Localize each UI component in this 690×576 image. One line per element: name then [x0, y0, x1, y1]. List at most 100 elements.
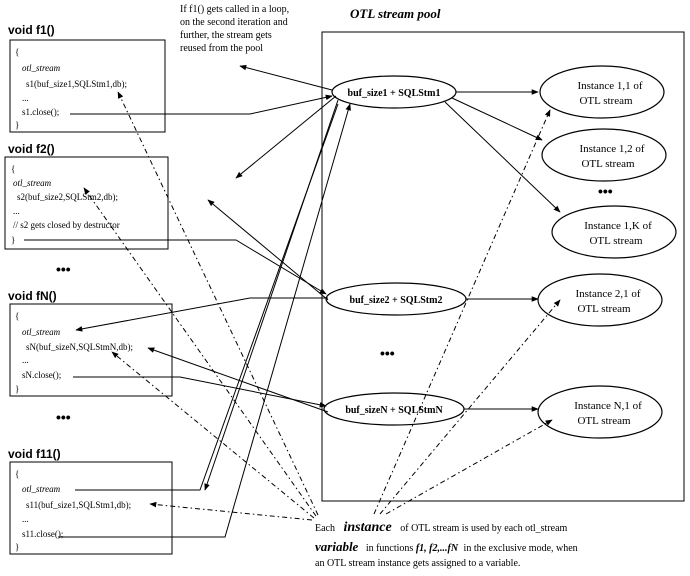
instance-1-1-ellipse	[539, 65, 665, 119]
code-line: s11(buf_size1,SQLStm1,db);	[26, 500, 131, 510]
instance-n-1-ellipse	[537, 385, 663, 439]
stream-pool-title: OTL stream pool	[350, 6, 441, 21]
dash-note-inst21	[379, 299, 561, 515]
bottom-note-line-2: variable in functions f1, f2,...fN in th…	[315, 539, 578, 554]
code-line: ...	[22, 355, 29, 365]
arrow-f11close-key1	[58, 103, 351, 538]
top-note-line-4: reused from the pool	[180, 43, 263, 54]
ellipsis-2: •••	[56, 409, 71, 425]
dash-note-f11	[149, 501, 313, 521]
top-note-line-1: If f1() gets called in a loop,	[180, 4, 289, 15]
function-f1-box	[9, 39, 166, 133]
bottom-note-line-2-rest: in the exclusive mode, when	[464, 543, 578, 554]
ellipsis-pool: •••	[380, 345, 395, 361]
function-fn-box	[9, 303, 173, 397]
code-line: s2(buf_size2,SQLStm2,db);	[17, 192, 118, 202]
pool-key-n: buf_sizeN + SQLStmN	[323, 392, 465, 426]
arrow-key1-f2	[235, 95, 337, 179]
pool-key-1: buf_size1 + SQLStm1	[331, 75, 457, 109]
code-line: // s2 gets closed by destructor	[13, 220, 120, 230]
pool-key-1-label: buf_size1 + SQLStm1	[348, 88, 441, 99]
ellipsis-1: •••	[56, 261, 71, 277]
code-line: }	[11, 235, 15, 245]
code-line: {	[15, 47, 19, 57]
instance-2-1: Instance 2,1 of OTL stream	[537, 273, 663, 327]
instance-label: Instance 2,1 of	[575, 288, 640, 300]
instance-label: Instance 1,1 of	[577, 80, 642, 92]
bottom-note: Each instance of OTL stream is used by e…	[315, 520, 578, 569]
code-line: sN(buf_sizeN,SQLStmN,db);	[26, 342, 133, 352]
dash-note-f1	[117, 91, 319, 516]
bottom-note-line-3: an OTL stream instance gets assigned to …	[315, 558, 520, 569]
function-fn-title: void fN()	[8, 289, 57, 303]
code-line: sN.close();	[22, 370, 61, 380]
arrow-key2-f2	[207, 199, 329, 301]
arrow-f1close-key1	[70, 94, 333, 115]
bottom-note-functions: f1, f2,...fN	[416, 543, 459, 554]
code-line: s11.close();	[22, 529, 63, 539]
ellipsis-instances: •••	[598, 183, 613, 199]
instance-1-1: Instance 1,1 of OTL stream	[539, 65, 665, 119]
bottom-note-line-1-rest: of OTL stream is used by each otl_stream	[400, 523, 567, 534]
instance-1-k: Instance 1,K of OTL stream	[551, 205, 677, 259]
instance-1-k-ellipse	[551, 205, 677, 259]
top-note-line-3: further, the stream gets	[180, 30, 272, 41]
arrow-key1-inst1k	[444, 101, 561, 213]
code-line: otl_stream	[22, 484, 61, 494]
instance-label: OTL stream	[577, 303, 630, 315]
dashed-arrows	[83, 91, 561, 521]
bottom-note-line-1: Each instance of OTL stream is used by e…	[315, 520, 568, 535]
code-line: otl_stream	[22, 327, 61, 337]
code-line: ...	[22, 514, 29, 524]
function-f11-box	[9, 461, 173, 555]
instance-label: Instance N,1 of	[574, 400, 642, 412]
instance-label: OTL stream	[579, 95, 632, 107]
code-line: {	[15, 469, 19, 479]
code-line: otl_stream	[13, 178, 52, 188]
arrow-f2end-key2	[24, 239, 327, 295]
function-f11: void f11() { otl_stream s11(buf_size1,SQ…	[8, 447, 173, 555]
bottom-note-each: Each	[315, 523, 335, 534]
function-f2-box	[4, 156, 169, 250]
code-line: }	[15, 120, 19, 130]
code-line: {	[15, 311, 19, 321]
code-line: ...	[13, 206, 20, 216]
code-line: }	[15, 384, 19, 394]
arrow-key2-fn	[75, 297, 328, 332]
arrow-key1-f1	[239, 64, 333, 91]
function-f1-title: void f1()	[8, 23, 55, 37]
function-f11-title: void f11()	[8, 447, 61, 461]
dash-note-f2	[83, 187, 317, 517]
pool-key-n-label: buf_sizeN + SQLStmN	[345, 405, 443, 416]
instance-label: Instance 1,K of	[584, 220, 652, 232]
instance-1-2: Instance 1,2 of OTL stream	[541, 128, 667, 182]
code-line: ...	[22, 93, 29, 103]
arrow-key1-f11-b	[75, 103, 339, 491]
instance-n-1: Instance N,1 of OTL stream	[537, 385, 663, 439]
top-note: If f1() gets called in a loop, on the se…	[180, 4, 289, 54]
instance-label: OTL stream	[581, 158, 634, 170]
instance-label: OTL stream	[589, 235, 642, 247]
bottom-note-in-functions: in functions	[366, 543, 414, 554]
code-line: otl_stream	[22, 63, 61, 73]
bottom-note-variable: variable	[315, 539, 359, 554]
code-line: s1.close();	[22, 107, 59, 117]
instance-1-2-ellipse	[541, 128, 667, 182]
function-fn: void fN() { otl_stream sN(buf_sizeN,SQLS…	[8, 289, 173, 397]
function-f1: void f1() { otl_stream s1(buf_size1,SQLS…	[8, 23, 166, 133]
function-f2: void f2() { otl_stream s2(buf_size2,SQLS…	[4, 142, 169, 250]
instance-2-1-ellipse	[537, 273, 663, 327]
arrow-fnclose-keyn	[73, 376, 327, 408]
code-line: }	[15, 542, 19, 552]
instance-label: Instance 1,2 of	[579, 143, 644, 155]
arrow-key1-inst12	[451, 97, 543, 141]
function-f2-title: void f2()	[8, 142, 55, 156]
instance-label: OTL stream	[577, 415, 630, 427]
bottom-note-instance: instance	[344, 520, 392, 535]
code-line: s1(buf_size1,SQLStm1,db);	[26, 79, 127, 89]
top-note-line-2: on the second iteration and	[180, 17, 288, 28]
solid-arrows	[24, 64, 561, 538]
code-line: {	[11, 164, 15, 174]
dash-note-inst11	[373, 109, 551, 515]
